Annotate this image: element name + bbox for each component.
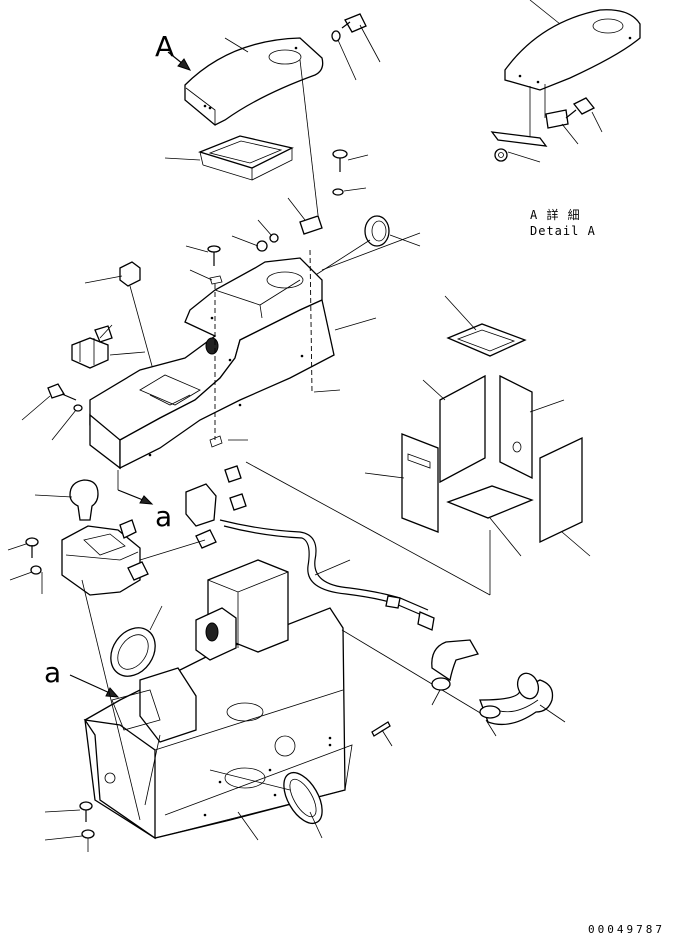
- leader-pad-top: [444, 295, 477, 331]
- leader-washer-left: [257, 219, 273, 237]
- washer-lever: [30, 565, 42, 575]
- bolt-top: [341, 13, 367, 33]
- leader-lever-base: [81, 579, 141, 821]
- detail-label-jp: A 詳 細: [530, 207, 581, 222]
- clip-small: [209, 275, 223, 285]
- washer-top: [331, 30, 341, 42]
- bolt-lever: [25, 537, 39, 558]
- leader-washer-top: [337, 39, 357, 81]
- clip-lower: [209, 435, 223, 448]
- leader-base-duct: [341, 629, 493, 721]
- leader-screw-mid: [347, 154, 369, 161]
- view-arrow: [167, 51, 192, 71]
- leader-clamp-2: [485, 719, 497, 737]
- leader-cover: [224, 37, 249, 53]
- leader-oval-fit: [209, 769, 291, 791]
- leader-panel-2: [529, 399, 565, 413]
- leader-switch: [84, 275, 123, 284]
- leader-base: [237, 811, 259, 841]
- leader-pad: [164, 157, 201, 161]
- duct-hose: [431, 639, 554, 726]
- leader-washer-bottom: [44, 835, 83, 841]
- leader-oval-bottom: [309, 811, 323, 839]
- leader-bracket: [287, 197, 306, 221]
- detail-bracket: [490, 109, 569, 147]
- insulation-panel-1: [439, 374, 486, 484]
- leader-housing: [334, 317, 377, 331]
- insulation-pad-top: [446, 323, 527, 357]
- insulation-panel-2: [499, 374, 533, 480]
- washer-mid: [332, 188, 344, 196]
- leader-panel-4: [561, 531, 591, 557]
- detail-nut: [494, 148, 508, 162]
- leader-washer-lever: [9, 571, 33, 581]
- screw-left: [207, 245, 221, 266]
- leader-detail-nut: [507, 151, 541, 163]
- leader-screw-left: [185, 245, 209, 253]
- bolt-bottom-left: [79, 801, 93, 822]
- leader-panel-3: [364, 472, 405, 479]
- switch: [119, 261, 141, 287]
- bolt-left: [47, 383, 77, 401]
- leader-detail-cover: [529, 0, 561, 25]
- ref-arrowhead-a: [139, 495, 154, 505]
- leader-lever-knob: [34, 494, 73, 498]
- wire-harness: [185, 465, 435, 631]
- leader-duct: [539, 704, 566, 723]
- leader-bolt-left: [21, 395, 51, 421]
- insulation-pad-bottom: [446, 485, 534, 519]
- nut-left: [256, 240, 268, 252]
- leader-detail-bolt: [591, 111, 603, 133]
- leader-grommet: [389, 234, 421, 247]
- leader-nut: [231, 235, 259, 247]
- oval-grommet-left: [110, 627, 156, 677]
- leader-oval-left: [149, 605, 163, 631]
- leader-pad-bottom: [489, 517, 522, 557]
- ref-letter-a-2: a: [44, 656, 61, 689]
- ref-arrow-a-2: [69, 674, 113, 695]
- leader-bolt-bottom: [44, 809, 81, 813]
- leader-detail-bracket: [561, 123, 579, 145]
- leader-mount: [299, 59, 319, 216]
- console-housing: [89, 257, 335, 470]
- leader-base-inner: [144, 734, 161, 806]
- leader-relay-2: [99, 324, 113, 339]
- leader-panel-1: [422, 379, 446, 401]
- leader-dash-2: [313, 389, 341, 393]
- cushion-pad: [198, 135, 294, 181]
- armrest-cover: [184, 37, 324, 126]
- pin: [371, 721, 391, 737]
- bracket: [299, 215, 323, 235]
- leader-clip: [189, 269, 213, 281]
- drawing-code: 00049787: [588, 923, 665, 936]
- insulation-panel-4: [539, 436, 583, 544]
- leader-washer-bolt: [51, 409, 77, 441]
- leader-bolt-top: [359, 24, 381, 63]
- washer-bottom-left: [81, 829, 95, 839]
- screw-mid: [332, 149, 348, 172]
- view-letter-a: A: [155, 30, 174, 63]
- insulation-panel-3: [401, 433, 439, 533]
- leader-clamp-1: [431, 689, 441, 706]
- leader-pin: [381, 729, 393, 747]
- shift-lever: [61, 479, 149, 596]
- washer-left-bolt: [73, 404, 83, 412]
- leader-harness-long: [245, 461, 491, 596]
- ref-letter-a-1: a: [155, 500, 172, 533]
- leader-housing-2: [321, 232, 421, 271]
- leader-harness: [314, 559, 351, 576]
- leader-lever-fit: [139, 539, 206, 561]
- detail-bolt: [565, 97, 596, 119]
- detail-cover: [504, 9, 641, 91]
- leader-washer-mid: [343, 187, 367, 192]
- ref-arrowhead-a-2: [105, 687, 120, 698]
- relay-module: [71, 325, 113, 369]
- leader-relay: [109, 351, 146, 356]
- leader-bolt-lever: [7, 543, 27, 551]
- detail-label-en: Detail A: [530, 224, 596, 238]
- oval-grommet-bottom: [283, 771, 323, 825]
- grommet-ring: [364, 215, 390, 247]
